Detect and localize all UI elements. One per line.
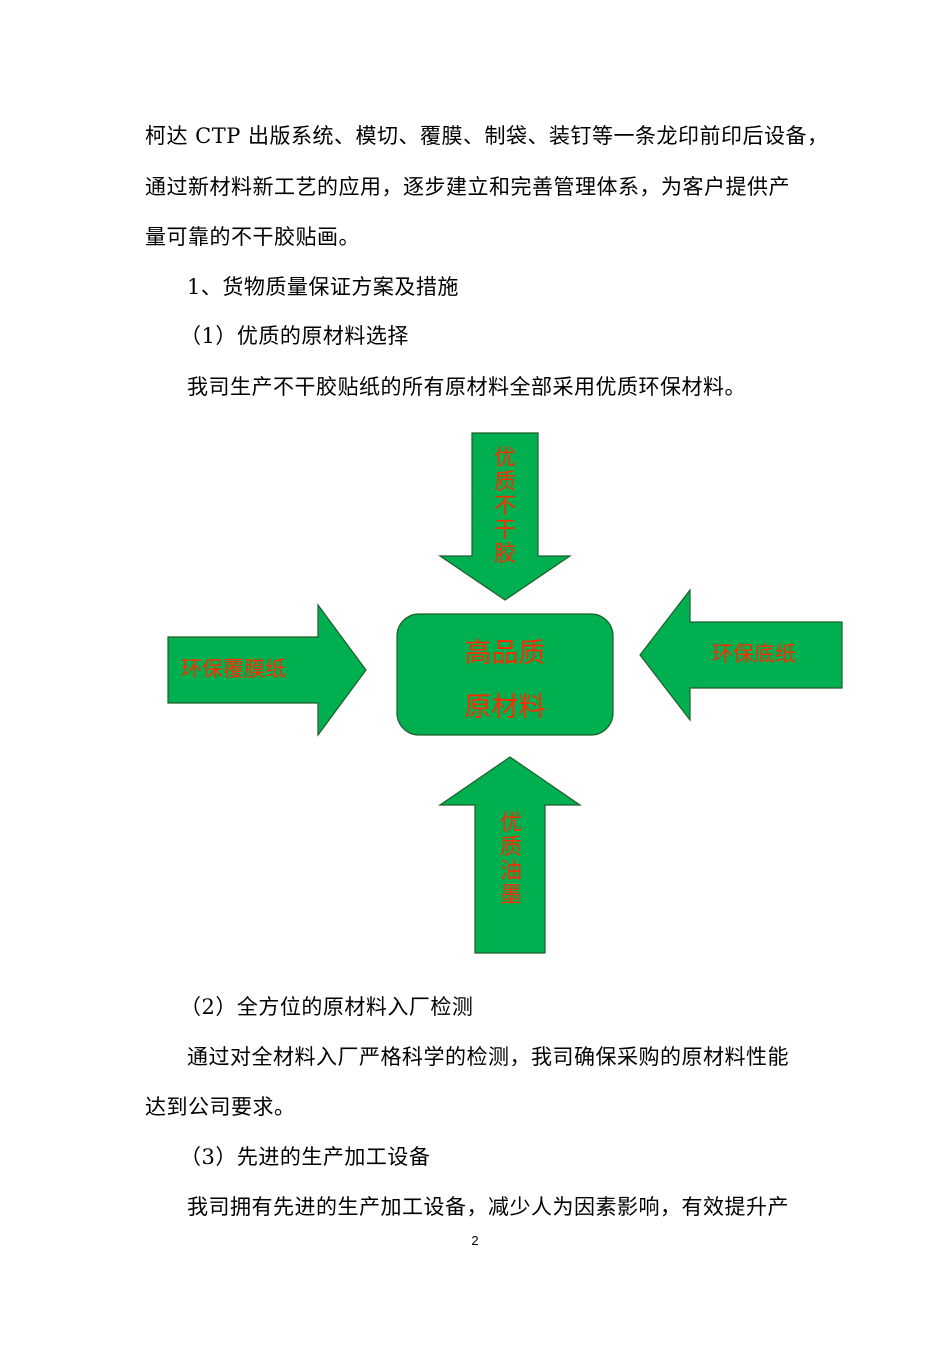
label-char: 干 bbox=[493, 518, 516, 543]
paragraph-line: 通过新材料新工艺的应用，逐步建立和完善管理体系，为客户提供产 bbox=[145, 175, 790, 199]
label-char: 不 bbox=[493, 494, 516, 519]
paragraph-line: 量可靠的不干胶贴画。 bbox=[145, 225, 360, 249]
right-arrow-label: 环保底纸 bbox=[712, 642, 796, 666]
subsection-heading: （3）先进的生产加工设备 bbox=[180, 1145, 431, 1169]
paragraph-line: 我司生产不干胶贴纸的所有原材料全部采用优质环保材料。 bbox=[187, 375, 746, 399]
paragraph-line: 通过对全材料入厂严格科学的检测，我司确保采购的原材料性能 bbox=[187, 1045, 789, 1069]
paragraph-line: 达到公司要求。 bbox=[145, 1095, 296, 1119]
section-heading: 1、货物质量保证方案及措施 bbox=[187, 275, 459, 299]
bottom-arrow-label: 优 质 油 墨 bbox=[496, 812, 526, 908]
top-arrow-shape bbox=[438, 432, 572, 601]
label-char: 质 bbox=[499, 835, 522, 860]
center-label-line2: 原材料 bbox=[464, 692, 546, 723]
left-arrow-shape bbox=[167, 603, 367, 737]
subsection-heading: （2）全方位的原材料入厂检测 bbox=[180, 995, 474, 1019]
subsection-heading: （1）优质的原材料选择 bbox=[180, 324, 409, 348]
center-box-shape bbox=[396, 613, 614, 736]
label-char: 墨 bbox=[499, 883, 522, 908]
page-number: 2 bbox=[471, 1233, 479, 1248]
bottom-arrow-shape bbox=[438, 756, 582, 954]
label-char: 优 bbox=[499, 811, 522, 836]
label-char: 优 bbox=[493, 446, 516, 471]
left-arrow-label: 环保覆膜纸 bbox=[181, 657, 286, 681]
center-label-line1: 高品质 bbox=[464, 638, 546, 669]
label-char: 胶 bbox=[493, 542, 516, 567]
top-arrow-label: 优 质 不 干 胶 bbox=[490, 447, 520, 567]
paragraph-line: 我司拥有先进的生产加工设备，减少人为因素影响，有效提升产 bbox=[187, 1195, 789, 1219]
label-char: 质 bbox=[493, 470, 516, 495]
paragraph-line: 柯达 CTP 出版系统、模切、覆膜、制袋、装钉等一条龙印前印后设备， bbox=[145, 124, 829, 148]
label-char: 油 bbox=[499, 859, 522, 884]
right-arrow-shape bbox=[639, 588, 843, 722]
